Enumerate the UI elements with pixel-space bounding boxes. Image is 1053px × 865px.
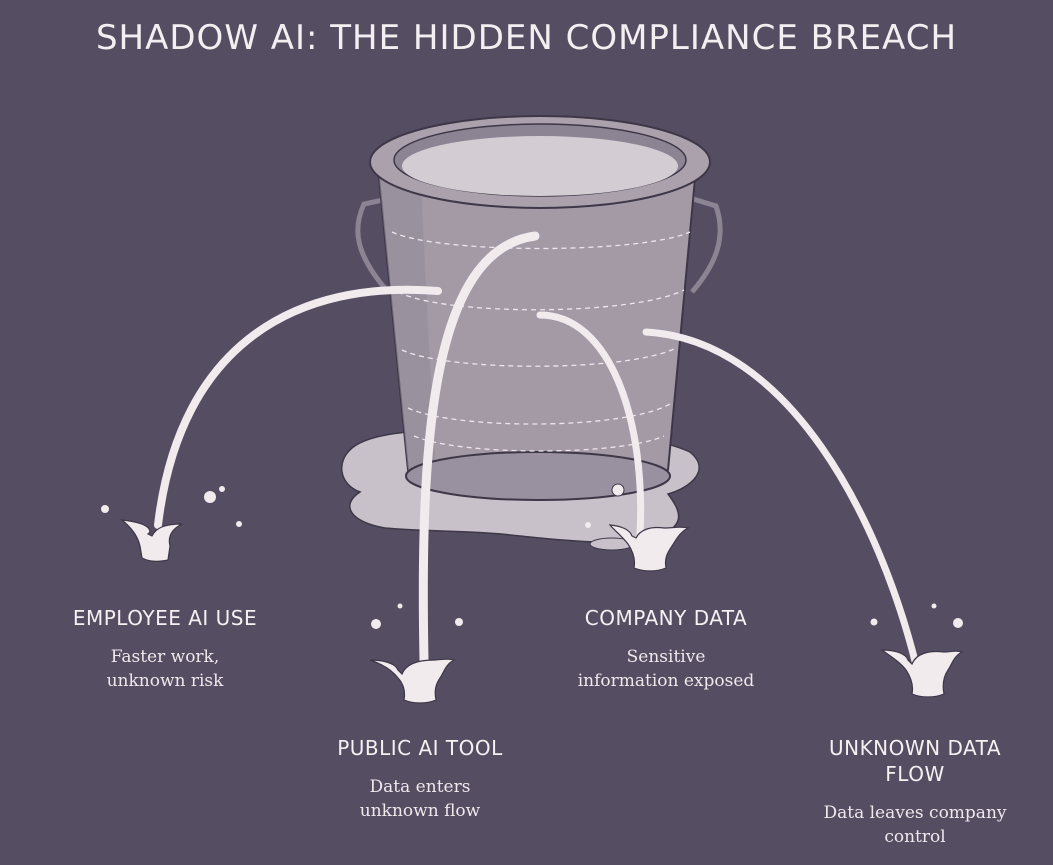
stream-employee (154, 285, 442, 529)
label-description-line: unknown risk (106, 671, 224, 691)
bucket-bottom (405, 451, 671, 501)
stream-public-tool (418, 231, 540, 665)
label-public-ai-tool: PUBLIC AI TOOL Data enters unknown flow (300, 735, 540, 823)
label-description: Data leaves company control (790, 801, 1040, 849)
bucket-handle-right (689, 195, 723, 294)
bucket-handle-left (355, 195, 393, 294)
label-description: Data enters unknown flow (300, 775, 540, 823)
label-heading: UNKNOWN DATA FLOW (790, 735, 1040, 787)
droplets (101, 483, 963, 629)
bucket-dashed-rings (391, 231, 691, 452)
label-description-line: unknown flow (359, 801, 481, 821)
bucket-body-shade (378, 168, 436, 480)
stream-unknown-flow (642, 328, 920, 669)
label-unknown-data-flow: UNKNOWN DATA FLOW Data leaves company co… (790, 735, 1040, 849)
label-heading: COMPANY DATA (584, 606, 748, 630)
label-heading-line: UNKNOWN DATA (828, 736, 1002, 760)
label-heading-line: FLOW (885, 762, 945, 786)
label-description-line: Sensitive (626, 647, 706, 667)
label-description-line: Data leaves company (823, 803, 1007, 823)
label-heading: EMPLOYEE AI USE (72, 606, 258, 630)
page-title: SHADOW AI: THE HIDDEN COMPLIANCE BREACH (95, 18, 958, 58)
splash-company-data (608, 524, 690, 572)
splash-public-tool (369, 658, 456, 704)
label-employee-ai-use: EMPLOYEE AI USE Faster work, unknown ris… (40, 605, 290, 693)
stream-company-data (536, 311, 645, 539)
bucket-water (402, 136, 678, 196)
splashes (120, 519, 964, 704)
splash-employee (120, 519, 183, 562)
label-description-line: control (884, 827, 946, 847)
label-heading: PUBLIC AI TOOL (337, 736, 503, 760)
label-description-line: Faster work, (110, 647, 220, 667)
label-description-line: Data enters (369, 777, 471, 797)
splash-unknown-flow (880, 649, 964, 698)
leak-streams (154, 231, 920, 669)
label-company-data: COMPANY DATA Sensitive information expos… (536, 605, 796, 693)
label-description-line: information exposed (577, 671, 755, 691)
label-description: Sensitive information exposed (536, 645, 796, 693)
label-description: Faster work, unknown risk (40, 645, 290, 693)
